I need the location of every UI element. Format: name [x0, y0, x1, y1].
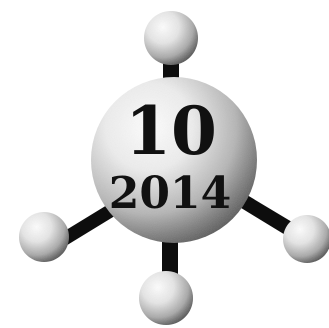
atom-center [91, 77, 257, 243]
outer-atoms [19, 11, 329, 325]
bond-left [58, 202, 118, 247]
atom-top [144, 11, 198, 65]
bond-right [233, 189, 292, 236]
atom-right [283, 215, 329, 263]
atom-bottom [139, 271, 193, 325]
atom-left [19, 212, 69, 262]
issue-number: 10 [125, 92, 217, 170]
issue-year: 2014 [109, 168, 231, 219]
